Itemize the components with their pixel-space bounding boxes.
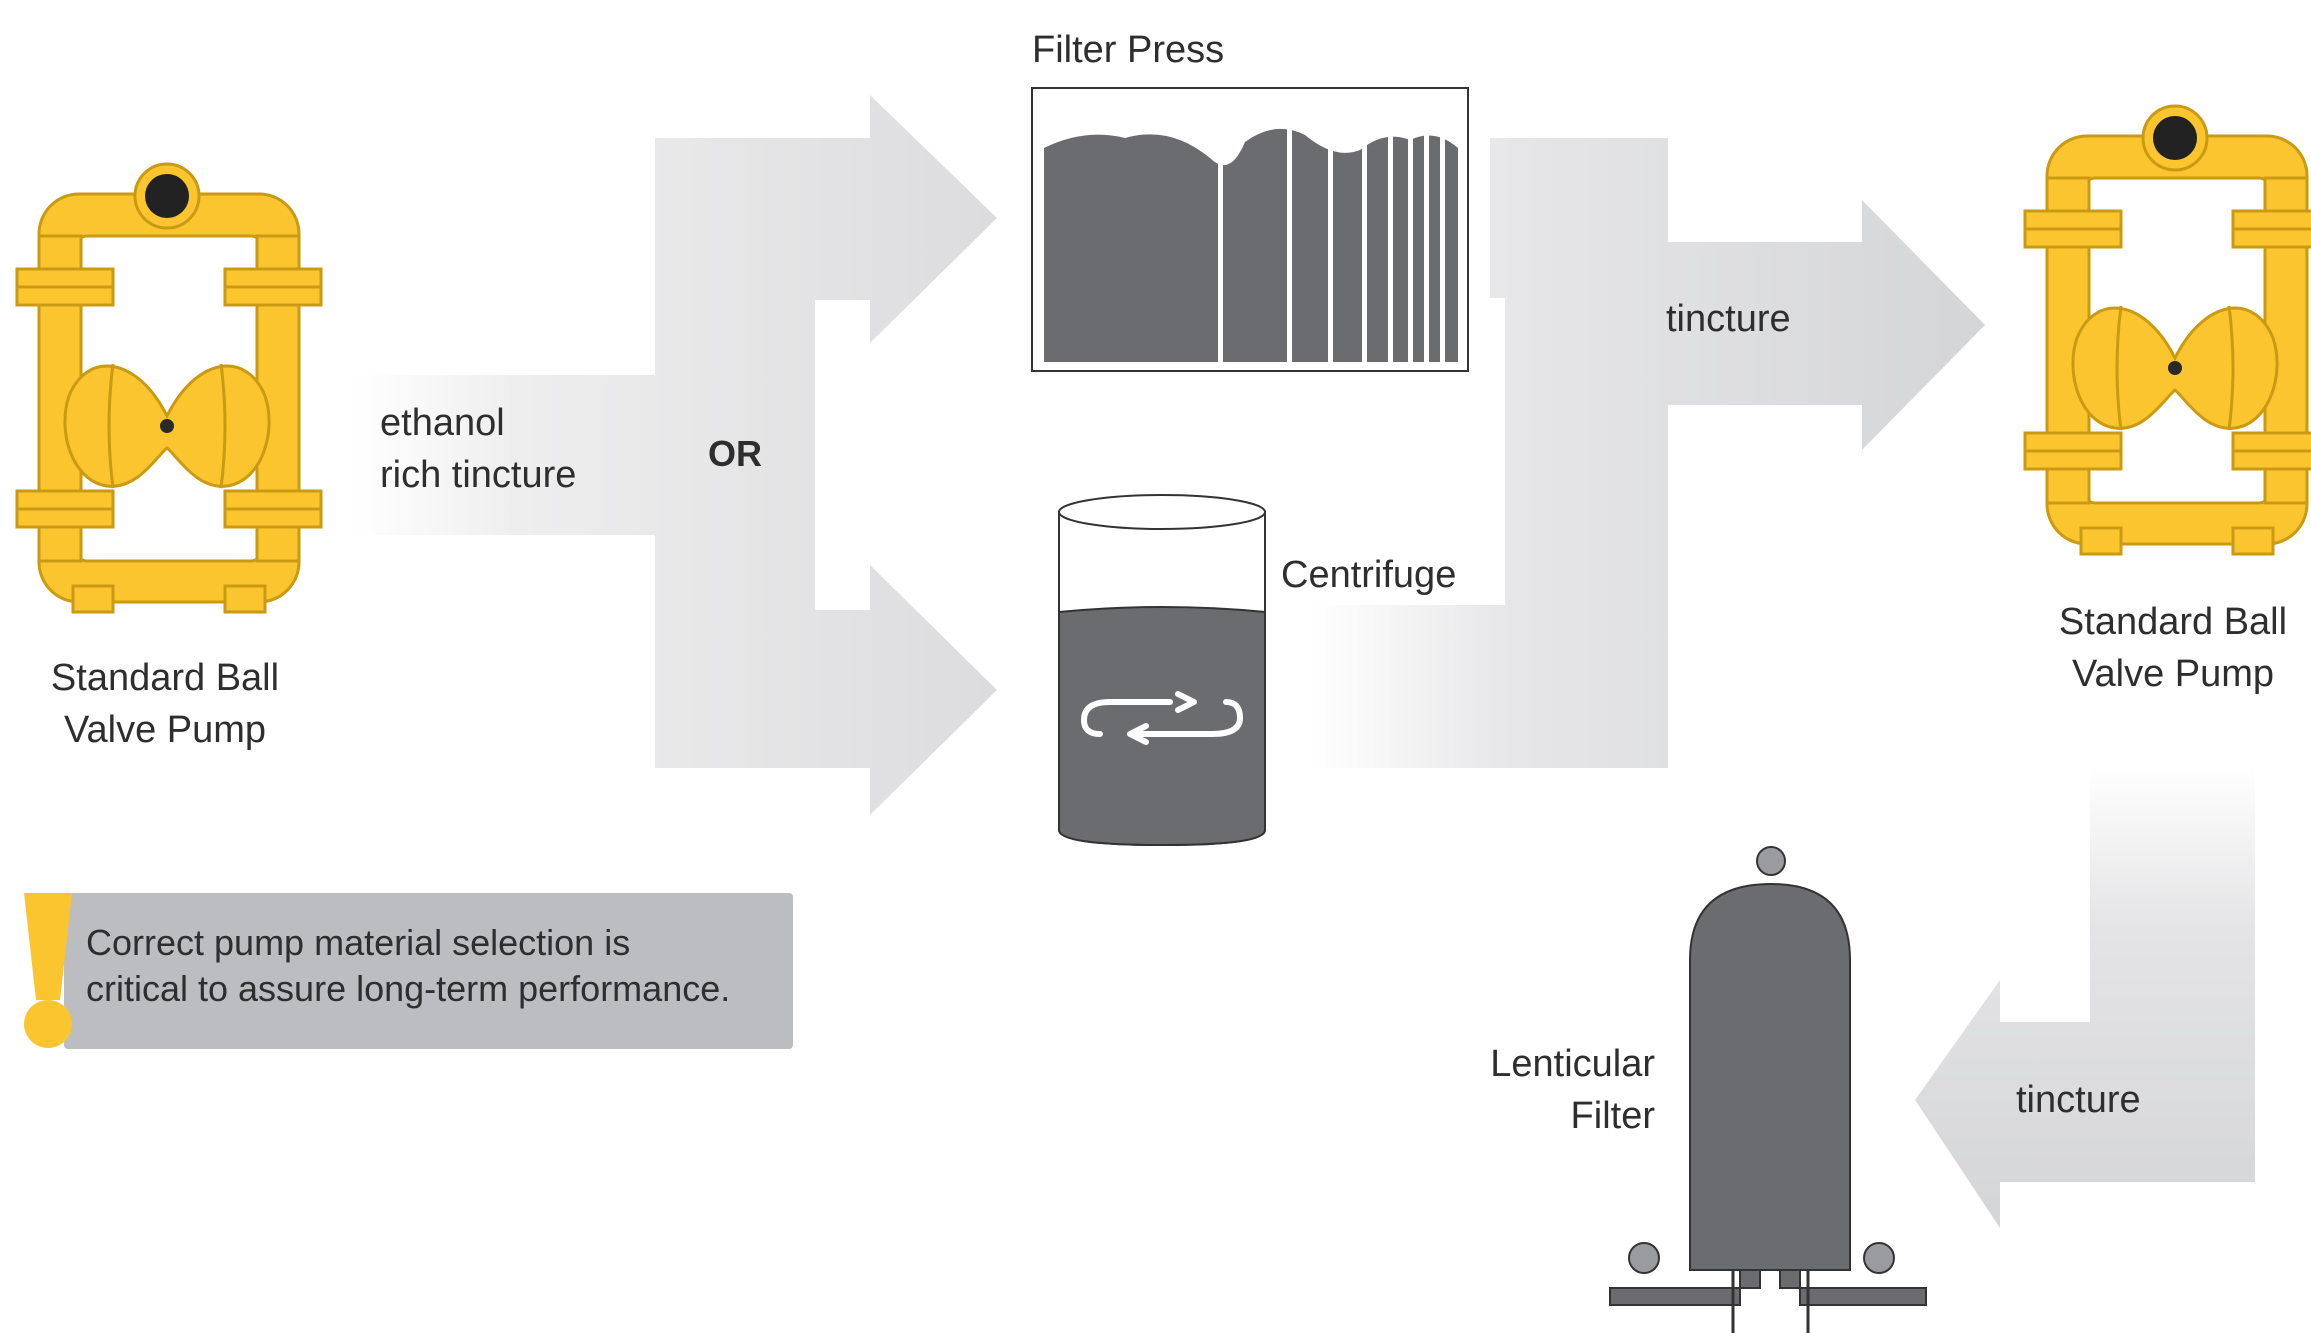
left-pump-label: Standard Ball Valve Pump <box>12 652 318 756</box>
note-box <box>64 893 793 1049</box>
tincture-top-label: tincture <box>1666 298 1791 340</box>
exclamation-icon <box>24 893 72 1048</box>
input-flow-arrow <box>355 95 997 815</box>
flow-arrows <box>355 95 2255 1228</box>
note-line-1: Correct pump material selection is <box>86 922 631 963</box>
input-flow-label: ethanol rich tincture <box>380 397 576 501</box>
note-line-2: critical to assure long-term performance… <box>86 968 731 1009</box>
lenticular-filter-label-line1: Lenticular <box>1490 1043 1655 1085</box>
right-pump-label-line2: Valve Pump <box>2071 653 2275 695</box>
right-pump-label: Standard Ball Valve Pump <box>2028 596 2311 700</box>
centrifuge-label: Centrifuge <box>1281 554 1457 596</box>
centrifuge-icon <box>1058 494 1266 847</box>
down-flow-arrow <box>1915 765 2255 1228</box>
merge-flow-arrow <box>1312 138 1985 768</box>
left-pump-label-line1: Standard Ball <box>50 657 280 699</box>
or-label: OR <box>708 433 762 474</box>
tincture-bottom-label: tincture <box>2016 1079 2141 1121</box>
left-pump-label-line2: Valve Pump <box>63 709 267 751</box>
left-pump-icon <box>15 162 323 614</box>
lenticular-filter-label: Lenticular Filter <box>1400 1038 1655 1142</box>
right-pump-label-line1: Standard Ball <box>2058 601 2288 643</box>
lenticular-filter-label-line2: Filter <box>1570 1095 1655 1137</box>
lenticular-filter-icon <box>1609 846 1927 1333</box>
filter-press-label: Filter Press <box>1032 29 1225 71</box>
note-text: Correct pump material selection is criti… <box>86 920 730 1012</box>
input-flow-label-line1: ethanol <box>380 402 505 444</box>
input-flow-label-line2: rich tincture <box>380 454 577 496</box>
right-pump-icon <box>2023 104 2311 556</box>
filter-press-icon <box>1031 87 1469 372</box>
